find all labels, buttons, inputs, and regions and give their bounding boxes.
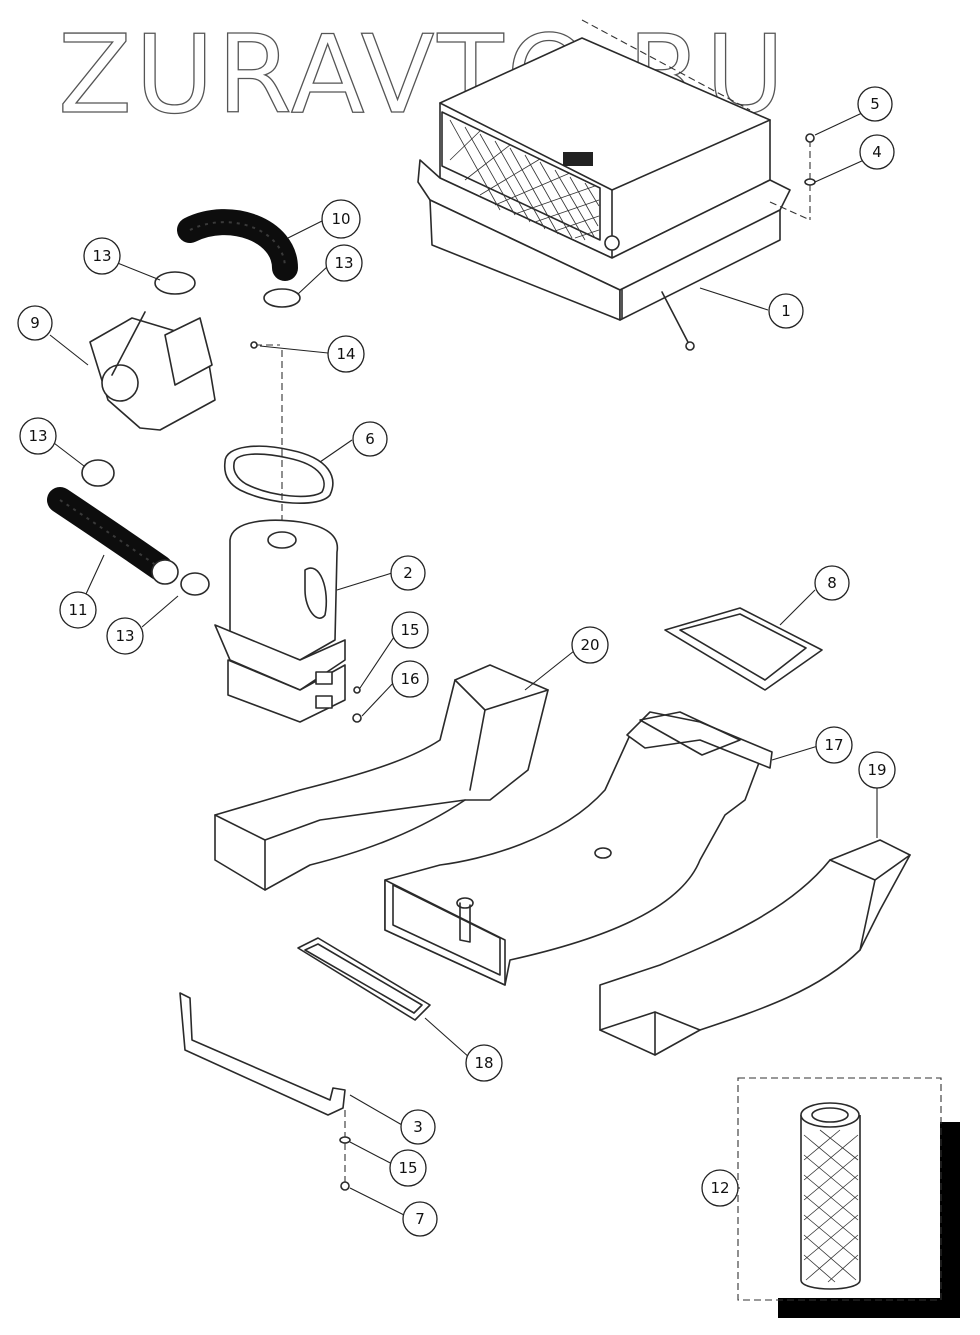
- callout-11: 11: [59, 591, 97, 629]
- svg-text:13: 13: [334, 254, 353, 272]
- part-20-duct: [214, 664, 549, 891]
- svg-text:13: 13: [115, 627, 134, 645]
- washer-icon: [804, 178, 816, 186]
- svg-text:13: 13: [28, 427, 47, 445]
- callout-13c: 13: [19, 417, 57, 455]
- svg-text:5: 5: [870, 95, 880, 113]
- callout-13a: 13: [83, 237, 121, 275]
- nut-icon: [805, 133, 815, 143]
- svg-text:9: 9: [30, 314, 40, 332]
- svg-text:2: 2: [403, 564, 413, 582]
- svg-text:20: 20: [580, 636, 599, 654]
- part-12-filter-element: [737, 1077, 960, 1318]
- callout-18: 18: [465, 1044, 503, 1082]
- svg-text:15: 15: [398, 1159, 417, 1177]
- callout-6: 6: [352, 421, 388, 457]
- washer-icon: [353, 686, 361, 694]
- part-9-blower-housing: [89, 311, 280, 431]
- callout-15b: 15: [389, 1149, 427, 1187]
- callout-15a: 15: [391, 611, 429, 649]
- clamp-13a-icon: [154, 271, 196, 295]
- svg-text:6: 6: [365, 430, 375, 448]
- nut-icon: [352, 713, 362, 723]
- callout-13b: 13: [325, 244, 363, 282]
- part-1-heater-unit: [417, 19, 816, 351]
- part-2-heater-box: [214, 519, 362, 723]
- part-11-hose: [47, 487, 179, 585]
- clamp-13d-icon: [180, 572, 210, 596]
- callout-20: 20: [571, 626, 609, 664]
- part-19-duct: [599, 839, 911, 1056]
- callout-4: 4: [859, 134, 895, 170]
- clamp-set: [81, 271, 301, 596]
- callout-1: 1: [768, 293, 804, 329]
- svg-text:3: 3: [413, 1118, 423, 1136]
- svg-text:11: 11: [68, 601, 87, 619]
- washer-icon: [339, 1136, 351, 1144]
- callout-14: 14: [327, 335, 365, 373]
- callout-2: 2: [390, 555, 426, 591]
- callout-9: 9: [17, 305, 53, 341]
- part-17-duct: [384, 711, 773, 986]
- callout-3: 3: [400, 1109, 436, 1145]
- svg-text:12: 12: [710, 1179, 729, 1197]
- svg-text:15: 15: [400, 621, 419, 639]
- callout-7: 7: [402, 1201, 438, 1237]
- part-8-gasket: [664, 607, 823, 691]
- svg-text:8: 8: [827, 574, 837, 592]
- svg-text:7: 7: [415, 1210, 425, 1228]
- callout-17: 17: [815, 726, 853, 764]
- svg-text:1: 1: [781, 302, 791, 320]
- svg-text:13: 13: [92, 247, 111, 265]
- clamp-13c-icon: [81, 459, 115, 487]
- callout-13d: 13: [106, 617, 144, 655]
- callout-19: 19: [858, 751, 896, 789]
- svg-text:14: 14: [336, 345, 355, 363]
- svg-text:18: 18: [474, 1054, 493, 1072]
- callout-5: 5: [857, 86, 893, 122]
- svg-text:19: 19: [867, 761, 886, 779]
- leader-lines: [49, 112, 878, 1216]
- nut-icon: [340, 1181, 350, 1191]
- svg-text:16: 16: [400, 670, 419, 688]
- part-10-hose: [177, 209, 298, 281]
- callout-16: 16: [391, 660, 429, 698]
- callout-10: 10: [321, 199, 361, 239]
- part-6-gasket: [223, 350, 334, 520]
- svg-text:17: 17: [824, 736, 843, 754]
- part-18-gasket: [297, 937, 431, 1021]
- callout-12: 12: [701, 1169, 739, 1207]
- part-3-bracket: [179, 992, 351, 1191]
- svg-text:4: 4: [872, 143, 882, 161]
- svg-text:10: 10: [331, 210, 350, 228]
- clamp-13b-icon: [263, 288, 301, 308]
- control-panel-icon: [563, 152, 593, 166]
- callout-8: 8: [814, 565, 850, 601]
